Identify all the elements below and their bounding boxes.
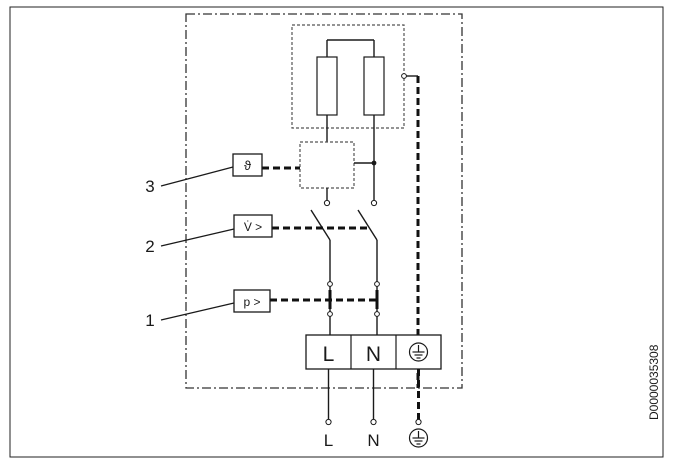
ground-icon xyxy=(408,342,429,362)
flow-sensor: V̇ > xyxy=(233,214,273,238)
callout-leader-3 xyxy=(160,166,234,187)
drawing-code: D0000035308 xyxy=(647,344,661,420)
callout-number-1: 1 xyxy=(145,311,154,330)
heating-element-2 xyxy=(363,56,385,116)
unit-enclosure xyxy=(185,13,463,389)
supply-terminal-neutral xyxy=(370,418,377,426)
heating-elements xyxy=(316,39,385,142)
callout-leader-2 xyxy=(160,228,235,247)
contact-terminal xyxy=(370,199,378,207)
supply-label-neutral: N xyxy=(367,431,379,450)
pressure-sensor-label: p > xyxy=(243,295,260,309)
temperature-sensor-label: ϑ xyxy=(244,158,252,173)
supply-label-line: L xyxy=(324,431,333,450)
heating-element-1 xyxy=(316,56,338,116)
terminal-label-line: L xyxy=(323,343,335,366)
outer-frame xyxy=(9,6,664,458)
temperature-sensor: ϑ xyxy=(232,153,263,177)
switch-blade-line xyxy=(310,209,331,241)
supply-terminal-line xyxy=(325,418,332,426)
contact-terminal xyxy=(323,199,331,207)
callout-number-2: 2 xyxy=(145,237,154,256)
callout-number-3: 3 xyxy=(145,177,154,196)
supply-terminal-ground xyxy=(415,418,422,426)
callout-leader-1 xyxy=(160,302,235,321)
pressure-sensor: p > xyxy=(233,289,271,313)
terminal-block: L N xyxy=(305,334,442,370)
heating-element-housing xyxy=(291,24,405,129)
temperature-limiter-module xyxy=(299,141,355,189)
terminal-label-neutral: N xyxy=(366,343,381,366)
switch-blade-neutral xyxy=(357,209,378,241)
ground-icon xyxy=(408,428,429,448)
flow-sensor-label: V̇ > xyxy=(244,220,262,234)
